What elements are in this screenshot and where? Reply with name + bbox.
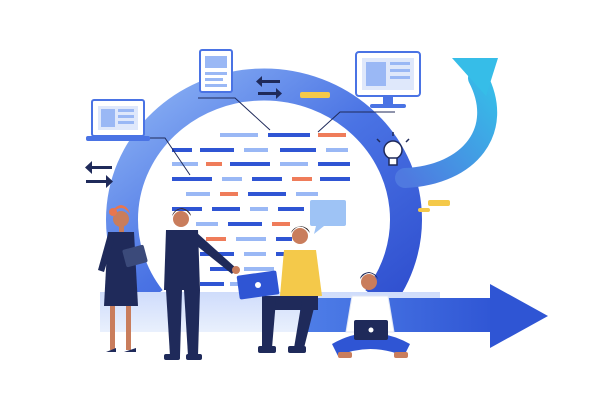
connector-lines (104, 97, 395, 176)
lightbulb-icon (376, 132, 410, 166)
swap-arrows-icon (85, 161, 113, 188)
swap-arrows-icon (256, 76, 282, 99)
man-cross-legged-with-laptop (332, 272, 410, 358)
laptop-icon (86, 99, 150, 141)
man-with-laptop-sitting (236, 226, 322, 353)
monitor-icon (355, 51, 421, 108)
woman-with-tablet (98, 205, 148, 352)
sticky-note-tags (170, 74, 450, 212)
man-pointing (164, 208, 240, 360)
code-lines (172, 133, 350, 286)
curved-arrow-icon (395, 58, 498, 188)
speech-bubble-icon (310, 200, 346, 234)
document-icon (199, 49, 233, 93)
